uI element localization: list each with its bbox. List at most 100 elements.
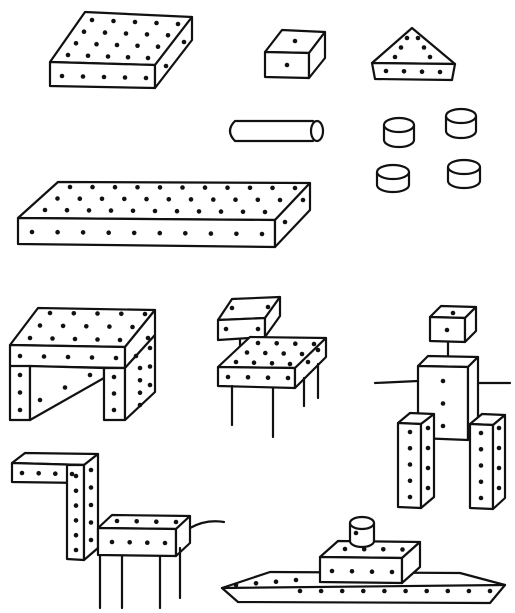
peg-hole <box>330 569 335 574</box>
peg-hole <box>189 197 194 202</box>
peg-hole <box>63 385 68 390</box>
peg-hole <box>95 337 100 342</box>
peg-hole <box>74 41 79 46</box>
peg-hole <box>60 74 65 79</box>
peg-hole <box>84 324 89 329</box>
peg-hole <box>61 324 66 329</box>
peg-hole <box>134 519 139 524</box>
peg-hole <box>82 29 87 34</box>
peg-hole <box>293 341 298 346</box>
peg-hole <box>132 231 137 236</box>
peg-hole <box>112 375 117 380</box>
peg-hole <box>393 55 398 60</box>
peg-hole <box>70 472 75 477</box>
peg-hole <box>30 230 35 235</box>
peg-hole <box>48 311 53 316</box>
peg-hole <box>127 540 132 545</box>
peg-hole <box>390 570 395 575</box>
peg-hole <box>176 22 181 27</box>
peg-hole <box>298 589 303 594</box>
peg-hole <box>197 209 202 214</box>
peg-hole <box>278 198 283 203</box>
peg-hole <box>50 336 55 341</box>
peg-hole <box>156 44 161 49</box>
peg-hole <box>53 471 58 476</box>
peg-hole <box>113 185 118 190</box>
peg-hole <box>66 53 71 58</box>
peg-hole <box>112 391 117 396</box>
peg-hole <box>274 341 279 346</box>
peg-hole <box>135 185 140 190</box>
peg-hole <box>148 383 153 388</box>
peg-hole <box>81 74 86 79</box>
peg-hole <box>146 56 151 61</box>
peg-hole <box>72 311 77 316</box>
peg-hole <box>36 471 41 476</box>
peg-hole <box>55 196 60 201</box>
chair-model <box>218 297 326 437</box>
peg-hole <box>384 69 389 74</box>
peg-hole <box>74 548 79 553</box>
peg-hole <box>28 336 33 341</box>
peg-hole <box>119 312 124 317</box>
peg-hole <box>226 375 231 380</box>
disc-pegs <box>377 109 480 192</box>
small-cube <box>265 30 325 78</box>
peg-hole <box>146 336 151 341</box>
peg-hole <box>65 208 70 213</box>
peg-hole <box>158 231 163 236</box>
peg-hole <box>89 503 94 508</box>
peg-hole <box>402 69 407 74</box>
peg-hole <box>124 31 129 36</box>
peg-hole <box>422 45 427 50</box>
peg-hole <box>163 541 168 546</box>
long-plank <box>18 182 310 247</box>
peg-hole <box>115 519 120 524</box>
peg-hole <box>38 398 43 403</box>
peg-hole <box>343 547 348 552</box>
peg-hole <box>479 463 484 468</box>
peg-hole <box>497 446 502 451</box>
peg-hole <box>89 485 94 490</box>
peg-hole <box>286 376 291 381</box>
peg-hole <box>230 306 235 311</box>
peg-hole <box>266 305 271 310</box>
peg-hole <box>89 538 94 543</box>
peg-hole <box>408 479 413 484</box>
peg-hole <box>18 373 23 378</box>
peg-hole <box>266 375 271 380</box>
peg-hole <box>426 486 431 491</box>
peg-hole <box>38 323 43 328</box>
peg-hole <box>78 196 83 201</box>
peg-hole <box>123 75 128 80</box>
peg-hole <box>182 40 187 45</box>
table-leg-left-side <box>30 366 104 420</box>
peg-hole <box>479 431 484 436</box>
peg-hole <box>148 364 153 369</box>
peg-hole <box>103 30 108 35</box>
peg-hole <box>95 311 100 316</box>
peg-hole <box>340 589 345 594</box>
peg-hole <box>270 186 275 191</box>
peg-hole <box>319 589 324 594</box>
peg-hole <box>166 33 171 38</box>
peg-hole <box>288 362 293 367</box>
peg-hole <box>100 197 105 202</box>
peg-hole <box>245 350 250 355</box>
peg-hole <box>122 197 127 202</box>
peg-hole <box>400 547 405 552</box>
peg-hole <box>20 471 25 476</box>
square-plate <box>50 12 192 88</box>
peg-hole <box>107 324 112 329</box>
peg-hole <box>112 408 117 413</box>
peg-hole <box>479 447 484 452</box>
peg-hole <box>219 209 224 214</box>
peg-hole <box>467 589 472 594</box>
peg-hole <box>424 589 429 594</box>
peg-hole <box>138 366 143 371</box>
peg-hole <box>300 352 305 357</box>
peg-hole <box>167 197 172 202</box>
peg-hole <box>248 186 253 191</box>
peg-hole <box>18 354 23 359</box>
